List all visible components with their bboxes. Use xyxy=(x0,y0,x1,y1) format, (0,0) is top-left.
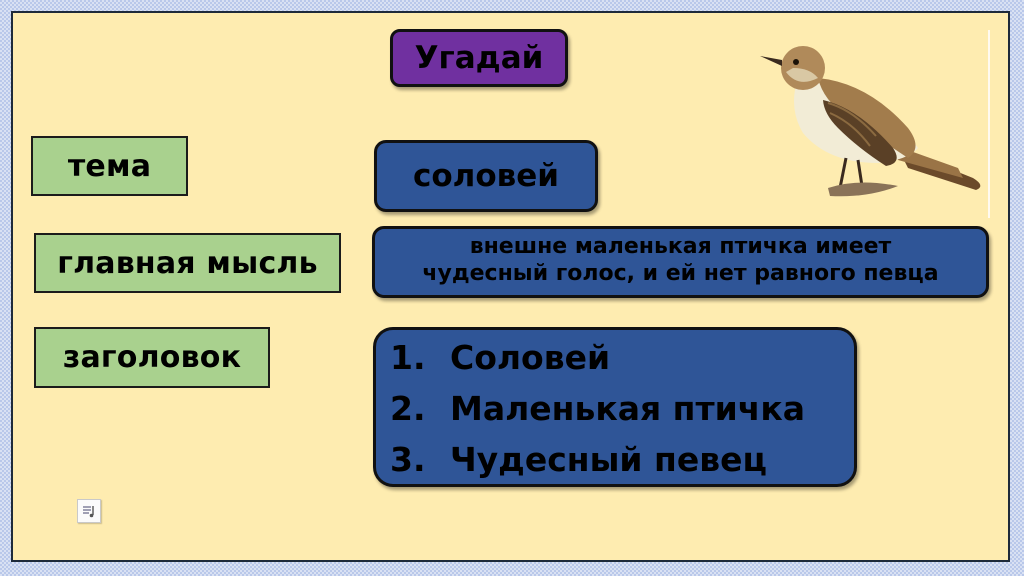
label-main-idea: главная мысль xyxy=(34,233,341,293)
sound-note-icon[interactable] xyxy=(77,499,101,523)
answer-main-idea[interactable]: внешне маленькая птичка имеет чудесный г… xyxy=(372,226,989,298)
answer-theme[interactable]: соловей xyxy=(374,140,598,212)
main-idea-line-2: чудесный голос, и ей нет равного певца xyxy=(422,261,939,286)
image-edge-line xyxy=(988,30,990,218)
main-idea-line-1: внешне маленькая птичка имеет xyxy=(469,234,892,259)
guess-button-label: Угадай xyxy=(414,40,544,76)
heading-option-3: 3. Чудесный певец xyxy=(390,440,767,479)
nightingale-bird-icon xyxy=(760,46,981,197)
label-heading: заголовок xyxy=(34,327,270,388)
heading-option-1: 1. Соловей xyxy=(390,338,611,377)
heading-option-2: 2. Маленькая птичка xyxy=(390,389,806,428)
label-theme: тема xyxy=(31,136,188,196)
answer-headings[interactable]: 1. Соловей 2. Маленькая птичка 3. Чудесн… xyxy=(373,327,857,487)
guess-button[interactable]: Угадай xyxy=(390,29,568,87)
